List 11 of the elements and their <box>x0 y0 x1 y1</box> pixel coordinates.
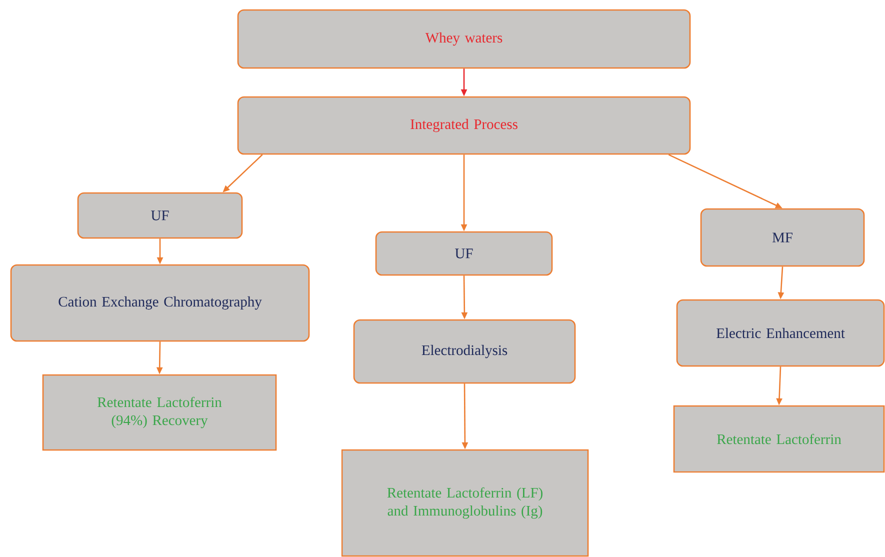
process-box: Electrodialysis <box>353 319 576 384</box>
process-box: Cation Exchange Chromatography <box>10 264 310 342</box>
result-box: Retentate Lactoferrin <box>673 405 885 473</box>
result-box: Retentate Lactoferrin (LF) and Immunoglobulins (Ig) <box>341 449 589 557</box>
process-box: Whey waters <box>237 9 691 69</box>
process-box: Electric Enhancement <box>676 299 885 367</box>
process-box: Integrated Process <box>237 96 691 155</box>
result-box: Retentate Lactoferrin (94%) Recovery <box>42 374 277 451</box>
process-box: UF <box>77 192 243 239</box>
process-box: MF <box>700 208 865 267</box>
process-box: UF <box>375 231 553 276</box>
